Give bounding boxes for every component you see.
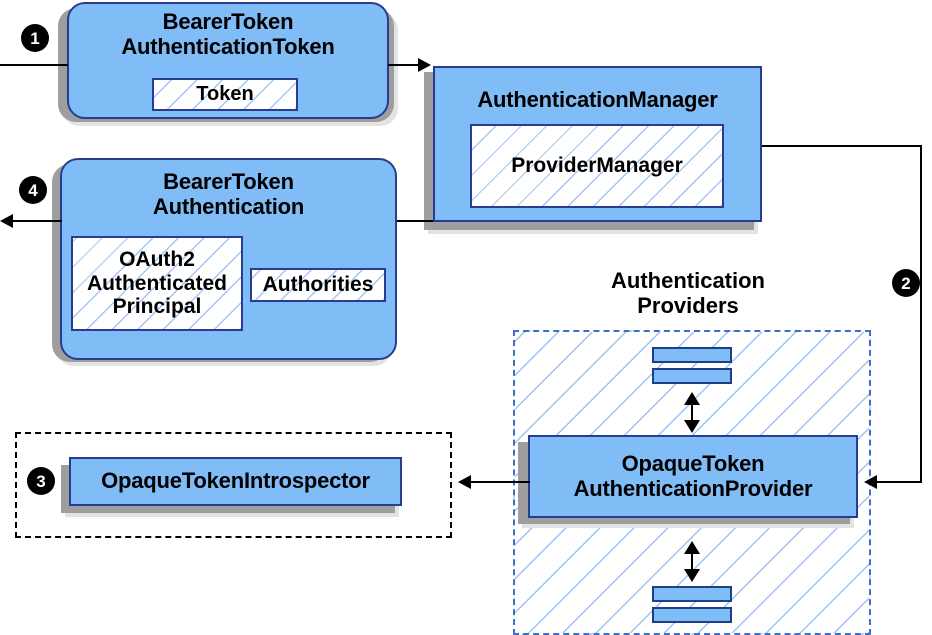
provider-link-arrow-top-down bbox=[684, 420, 700, 433]
authentication-providers-caption: Authentication Providers bbox=[611, 268, 765, 319]
provider-manager-inner-box[interactable]: ProviderManager bbox=[470, 124, 724, 208]
badge-step-2-number: 2 bbox=[901, 273, 911, 293]
connector-provider-to-introspector bbox=[470, 481, 530, 483]
connector-manager-to-providers-arrowhead bbox=[864, 475, 877, 489]
oauth2-authenticated-principal-box[interactable]: OAuth2 Authenticated Principal bbox=[71, 236, 243, 331]
authorities-box[interactable]: Authorities bbox=[250, 268, 386, 302]
provider-link-arrow-bottom-down bbox=[684, 569, 700, 582]
connector-manager-to-providers-bottom bbox=[875, 481, 922, 483]
opaque-token-introspector-box[interactable]: OpaqueTokenIntrospector bbox=[69, 457, 402, 506]
connector-authentication-out bbox=[12, 220, 62, 222]
provider-bar-top-2 bbox=[652, 368, 732, 384]
provider-bar-top-1 bbox=[652, 347, 732, 363]
connector-token-to-manager-arrowhead bbox=[418, 58, 431, 72]
connector-manager-to-providers-top bbox=[762, 145, 922, 147]
badge-step-3-number: 3 bbox=[36, 471, 46, 491]
provider-manager-label: ProviderManager bbox=[511, 154, 683, 178]
authorities-label: Authorities bbox=[262, 273, 374, 297]
opaque-token-authentication-provider-box[interactable]: OpaqueToken AuthenticationProvider bbox=[528, 435, 858, 518]
badge-step-3: 3 bbox=[28, 468, 54, 494]
badge-step-1-number: 1 bbox=[30, 28, 40, 48]
badge-step-4: 4 bbox=[20, 177, 46, 203]
opaque-token-authentication-provider-title: OpaqueToken AuthenticationProvider bbox=[573, 450, 813, 501]
provider-bar-bottom-1 bbox=[652, 586, 732, 602]
bearer-token-authentication-title: BearerToken Authentication bbox=[152, 169, 305, 219]
badge-step-4-number: 4 bbox=[28, 180, 38, 200]
connector-provider-to-introspector-arrowhead bbox=[458, 475, 471, 489]
token-label: Token bbox=[196, 83, 254, 106]
provider-link-line-bottom bbox=[691, 546, 693, 572]
connector-manager-to-providers-vertical bbox=[920, 145, 922, 482]
bearer-token-authentication-token-title: BearerToken AuthenticationToken bbox=[121, 9, 335, 59]
badge-step-1: 1 bbox=[22, 25, 48, 51]
badge-step-2: 2 bbox=[893, 270, 919, 296]
token-inner-box[interactable]: Token bbox=[152, 78, 298, 111]
connector-authentication-out-arrowhead bbox=[0, 214, 13, 228]
opaque-token-introspector-title: OpaqueTokenIntrospector bbox=[101, 468, 370, 494]
connector-token-to-manager bbox=[388, 64, 422, 66]
connector-request-in bbox=[0, 64, 68, 66]
provider-link-line-top bbox=[691, 397, 693, 423]
authentication-manager-title: AuthenticationManager bbox=[477, 87, 718, 112]
oauth2-authenticated-principal-label: OAuth2 Authenticated Principal bbox=[86, 248, 227, 319]
connector-manager-to-authentication bbox=[397, 220, 433, 222]
provider-bar-bottom-2 bbox=[652, 607, 732, 623]
